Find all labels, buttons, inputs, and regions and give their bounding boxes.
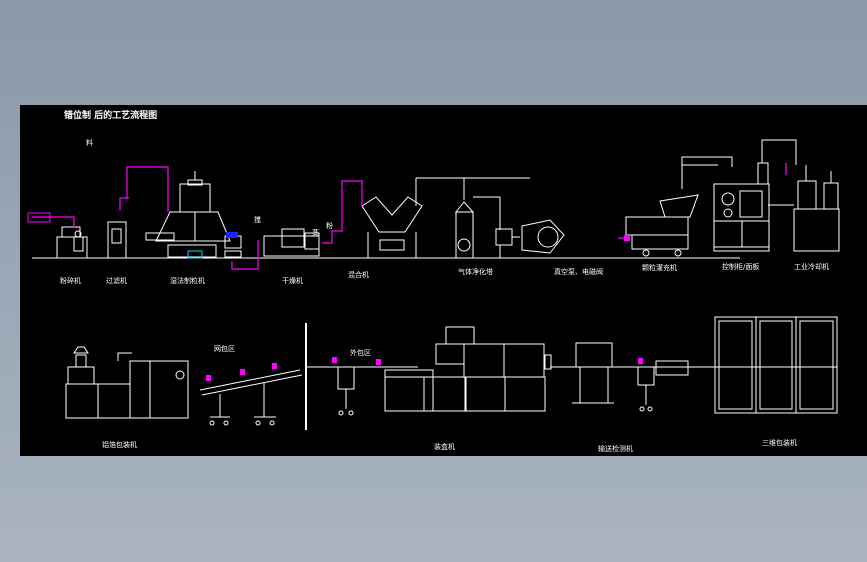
control-cabinet (681, 139, 797, 252)
industrial-cooler (768, 165, 840, 252)
label-mixer: 混合机 (348, 270, 369, 279)
diagram-title: 错位制 后的工艺流程图 (64, 109, 157, 121)
mark-4: 蒸 (312, 228, 319, 237)
magenta-pad (624, 235, 630, 241)
filter-machine (107, 221, 127, 259)
conveyor-stand-2 (254, 383, 276, 426)
conveyor-stand-3 (337, 366, 355, 416)
flow-diagram-svg: 错位制 后的工艺流程图 (27, 109, 840, 453)
pipe-1 (32, 216, 75, 227)
label-wet-granulator: 湿法制粒机 (170, 276, 205, 285)
label-crusher: 粉碎机 (60, 276, 81, 285)
inspection-stand (637, 360, 689, 412)
label-filter: 过滤机 (106, 276, 127, 285)
label-vacuum-pump: 真空泵、电磁阀 (554, 267, 603, 276)
pipe-2 (119, 197, 129, 211)
vacuum-pump (495, 219, 565, 258)
cartoner-machine (384, 326, 552, 412)
gas-purification-tower (415, 177, 530, 259)
inclined-conveyor (199, 369, 301, 391)
blue-tank (226, 232, 238, 238)
crusher-machine (56, 226, 88, 259)
label-inspection: 输送检测机 (598, 444, 633, 453)
label-outer-zone: 外包区 (350, 348, 371, 357)
label-blister-packer: 铝箔包装机 (102, 440, 137, 449)
cyan-tank (187, 250, 203, 259)
wet-granulator (145, 171, 242, 258)
label-capsule-filler: 颗粒灌充机 (642, 263, 677, 272)
mark-1: 料 (86, 138, 93, 147)
blister-packer (65, 346, 189, 419)
conveyor-stand-1 (209, 394, 230, 426)
feed-box (27, 212, 51, 223)
product-markers (206, 357, 643, 381)
three-d-packer (714, 316, 838, 414)
label-gas-tower: 气体净化塔 (458, 267, 493, 276)
label-control-cabinet: 控制柜/面板 (722, 262, 759, 271)
pipe-3 (126, 166, 169, 212)
label-net-zone: 网包区 (214, 344, 235, 353)
label-cartoner: 装盒机 (434, 442, 455, 451)
process-diagram: 错位制 后的工艺流程图 (20, 105, 867, 456)
label-dryer: 干燥机 (282, 276, 303, 285)
dryer-machine (263, 228, 320, 257)
capsule-filler (625, 164, 718, 257)
inspection-machine (572, 342, 614, 404)
mark-3: 粉 (326, 221, 333, 230)
mixer-machine (361, 196, 423, 258)
mark-2: 搅 (254, 215, 261, 224)
pipe-5 (322, 180, 363, 244)
label-3d-packer: 三维包装机 (762, 438, 797, 447)
pipe-4 (231, 240, 259, 270)
label-cooler: 工业冷却机 (794, 262, 829, 271)
